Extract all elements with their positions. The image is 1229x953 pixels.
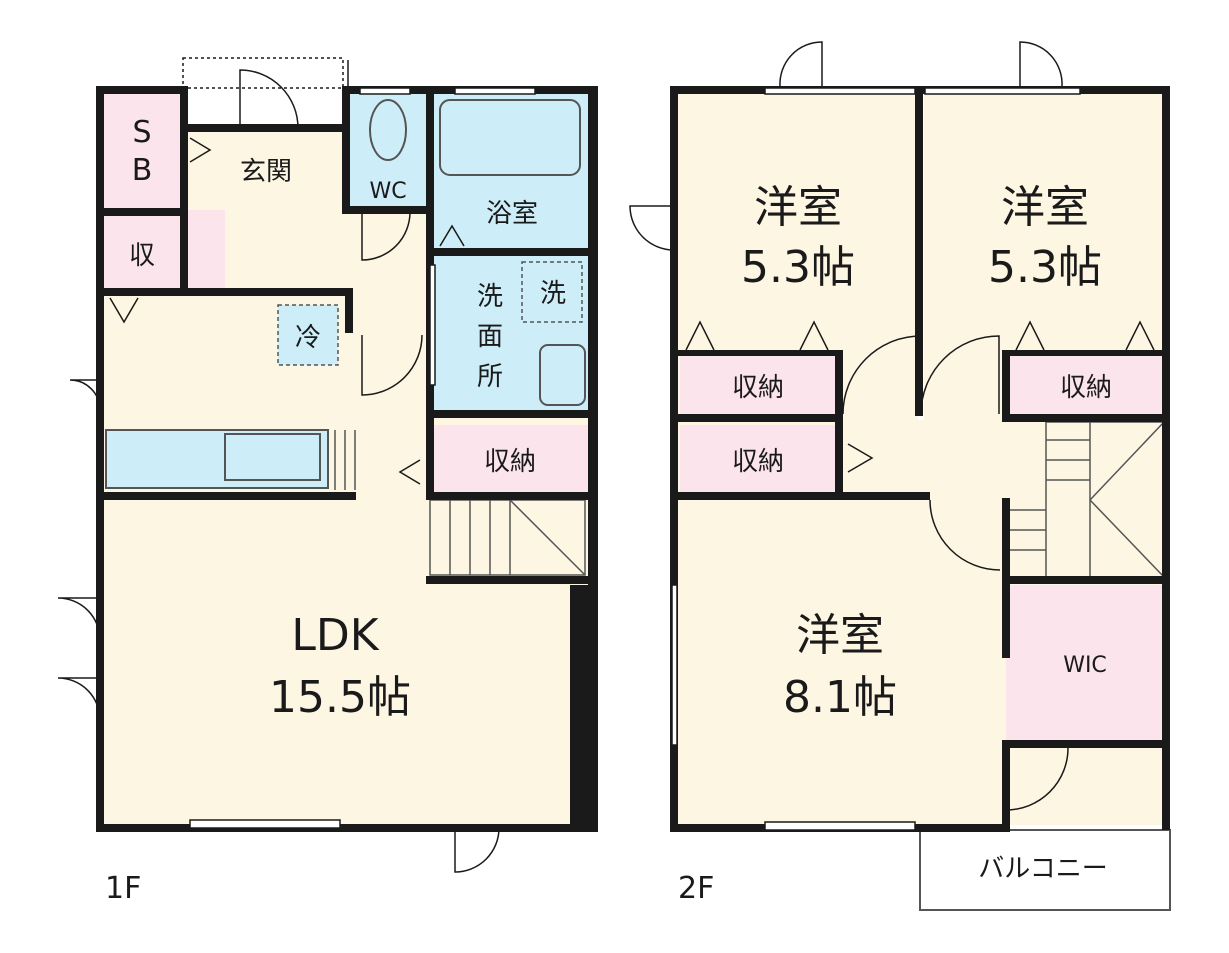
closet-hall-label: 収納 (732, 447, 784, 477)
storage-floor (432, 425, 588, 493)
wic-label: WIC (1063, 653, 1107, 678)
fridge-box (277, 304, 339, 366)
closet-b-label: 収納 (1060, 373, 1112, 403)
second-floor: 洋室 5.3帖 洋室 5.3帖 収納 収納 収納 洋室 8.1帖 WIC バルコ… (629, 41, 1171, 911)
balcony-label: バルコニー (978, 854, 1107, 884)
room-c-name: 洋室 (796, 610, 884, 661)
washer-box (521, 261, 583, 323)
closet-a-label: 収納 (732, 373, 784, 403)
entrance-step (185, 210, 225, 290)
wash-basin (539, 344, 586, 406)
ldk-name: LDK (291, 610, 379, 661)
storage-label-1f: 収納 (484, 447, 536, 477)
room-a-size: 5.3帖 (741, 242, 855, 293)
ldk-size: 15.5帖 (269, 672, 411, 723)
floor-label-1f: 1F (105, 871, 141, 906)
small-storage-label: 収 (129, 241, 155, 271)
entrance-label: 玄関 (240, 157, 292, 187)
floor-label-2f: 2F (678, 871, 714, 906)
doors-2f (629, 41, 1155, 811)
first-floor: S B 玄関 WC 浴室 収 冷 洗 洗 面 所 収納 LDK 15.5帖 1F (57, 57, 598, 906)
wc-label: WC (369, 179, 406, 204)
sink (224, 433, 321, 481)
small-storage (100, 215, 182, 293)
sb-label-b: B (132, 153, 153, 188)
closet-a-floor (680, 355, 835, 415)
bath-label: 浴室 (486, 199, 538, 229)
sb-label-s: S (132, 115, 151, 150)
room-b-size: 5.3帖 (988, 242, 1102, 293)
toilet (369, 99, 407, 161)
room-b-name: 洋室 (1001, 182, 1089, 233)
sb-closet (100, 90, 182, 210)
windows-1f (189, 87, 536, 829)
washroom-label-1: 洗 (477, 282, 503, 312)
wic-floor (1006, 585, 1164, 745)
doors-1f (57, 57, 500, 873)
bathtub (439, 99, 581, 176)
windows-2f (671, 87, 1081, 831)
closet-b-floor (1008, 355, 1163, 415)
room-a-name: 洋室 (754, 182, 842, 233)
washroom-label-3: 所 (477, 362, 503, 392)
fridge-label: 冷 (295, 323, 321, 353)
closet-hall-floor (680, 425, 835, 495)
washroom-label-2: 面 (477, 322, 503, 352)
room-c-size: 8.1帖 (783, 672, 897, 723)
washer-label: 洗 (540, 279, 566, 309)
balcony-floor (919, 829, 1171, 911)
walls-1f (96, 86, 598, 832)
